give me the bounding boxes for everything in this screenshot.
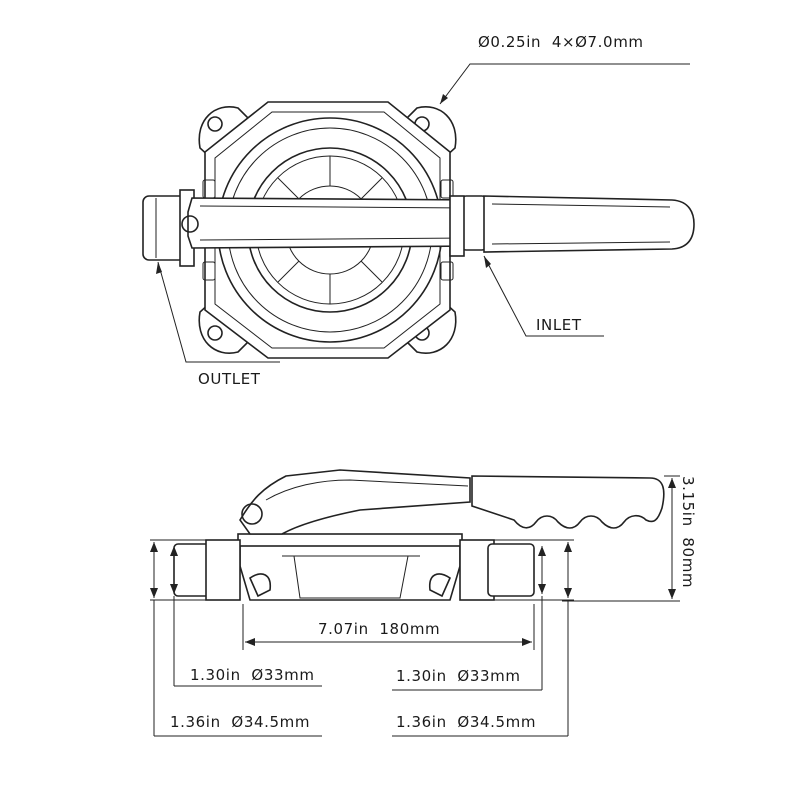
lever-arm-side (239, 469, 471, 535)
bolt-callout-leader (439, 63, 690, 105)
inlet-label: INLET (536, 316, 582, 334)
right-outer-diameter-label: 1.36in Ø34.5mm (396, 713, 536, 731)
outlet-port-side (173, 539, 241, 601)
pump-base-side (239, 543, 461, 601)
bolt-callout-label: Ø0.25in 4×Ø7.0mm (478, 33, 644, 51)
side-view: 3.15in 80mm 7.07in 180mm 1.30in Ø33mm 1.… (150, 469, 697, 737)
inlet-leader (483, 255, 604, 337)
length-dimension-label: 7.07in 180mm (318, 620, 440, 638)
left-outer-diameter-label: 1.36in Ø34.5mm (170, 713, 310, 731)
top-view: Ø0.25in 4×Ø7.0mm INLET OUTLET (142, 33, 695, 388)
outlet-port-top (142, 189, 195, 267)
inlet-port-side (459, 539, 535, 601)
outlet-leader (157, 261, 280, 363)
height-dimension-label: 3.15in 80mm (679, 476, 697, 588)
lever-arm-top (181, 195, 487, 251)
outlet-label: OUTLET (198, 370, 261, 388)
handle-grip-side (471, 475, 665, 529)
handle-grip-top (483, 195, 695, 253)
right-inner-diameter-label: 1.30in Ø33mm (396, 667, 521, 685)
left-inner-diameter-label: 1.30in Ø33mm (190, 666, 315, 684)
